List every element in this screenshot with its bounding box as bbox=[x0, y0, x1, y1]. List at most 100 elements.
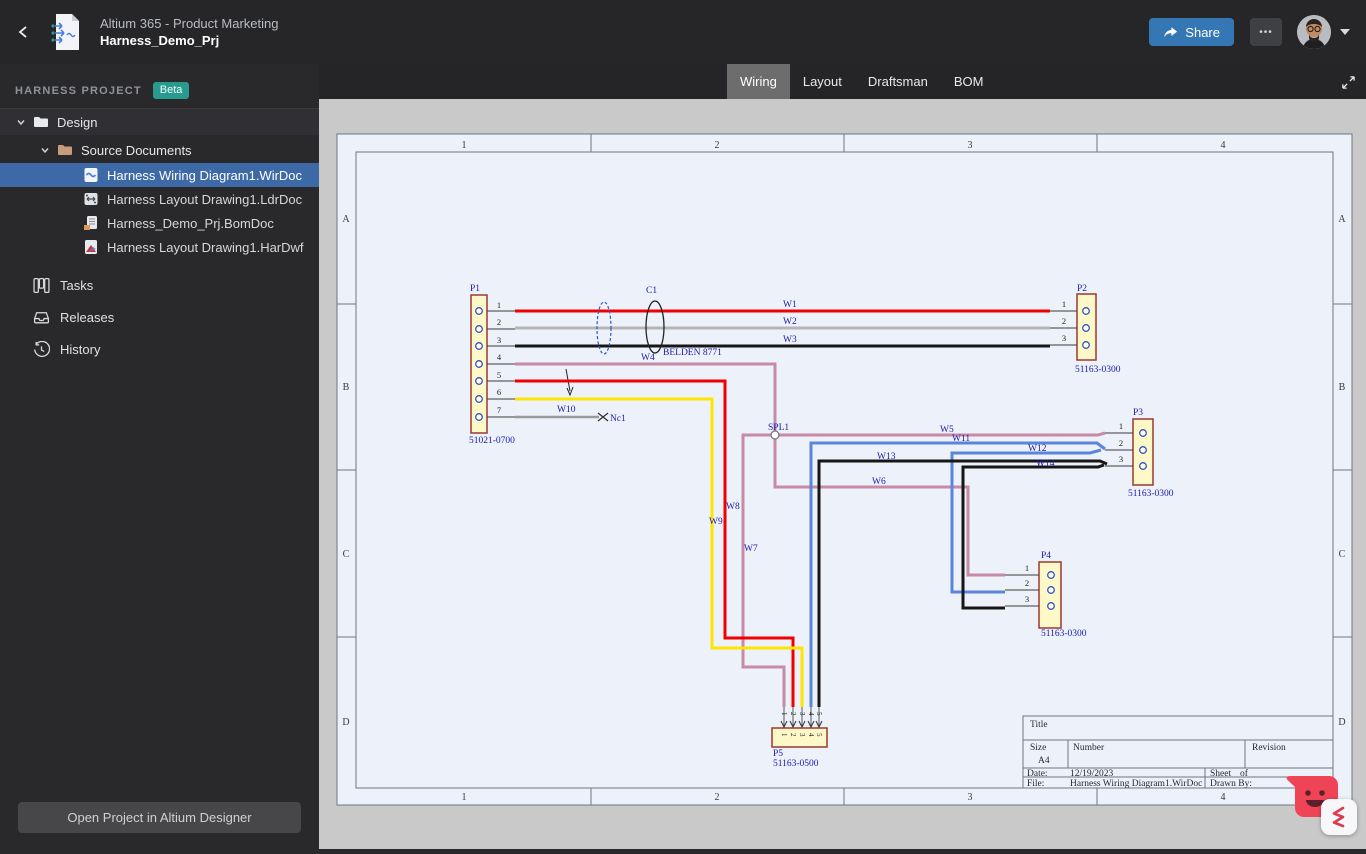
pin-number: 6 bbox=[497, 387, 501, 397]
net-label: Nc1 bbox=[610, 414, 626, 424]
pin-number: 1 bbox=[780, 712, 788, 716]
more-options-button[interactable]: ••• bbox=[1250, 18, 1282, 46]
wire-W5 bbox=[779, 431, 1106, 437]
grid-row: D bbox=[1338, 717, 1345, 728]
part-number: 51163-0300 bbox=[1041, 629, 1087, 639]
folder-icon bbox=[58, 145, 72, 155]
tree-item-label: Design bbox=[57, 114, 98, 130]
chevron-down-icon bbox=[17, 120, 25, 126]
titleblock-text: Number bbox=[1073, 743, 1105, 753]
sidebar-item-tasks[interactable]: Tasks bbox=[0, 269, 319, 301]
part-number: 51163-0500 bbox=[773, 759, 819, 769]
share-icon bbox=[1164, 26, 1178, 37]
grid-row: A bbox=[342, 214, 350, 225]
document-tab-bar: Wiring Layout Draftsman BOM bbox=[319, 64, 1366, 99]
scribe-logo-icon bbox=[1332, 806, 1345, 828]
tab-wiring[interactable]: Wiring bbox=[727, 64, 790, 99]
pin-circle bbox=[475, 307, 483, 315]
designator: P1 bbox=[470, 284, 480, 294]
titleblock-border bbox=[1022, 715, 1334, 789]
wire-W14 bbox=[961, 463, 1105, 610]
designator: P3 bbox=[1133, 408, 1143, 418]
net-label: W14 bbox=[1036, 459, 1055, 469]
pin-number: 4 bbox=[807, 733, 815, 737]
cable-C1-ellipse bbox=[645, 300, 665, 354]
pin-number: 1 bbox=[1119, 421, 1123, 431]
sidebar-item-label: History bbox=[60, 341, 101, 357]
pin-arrowhead bbox=[815, 720, 823, 729]
sidebar-item-releases[interactable]: Releases bbox=[0, 301, 319, 333]
pin-arrowhead bbox=[780, 720, 788, 729]
titleblock-text: Size bbox=[1030, 743, 1046, 753]
grid-col: 1 bbox=[462, 792, 467, 803]
grid-col: 2 bbox=[715, 140, 720, 151]
pin-number: 2 bbox=[497, 317, 501, 327]
pin-number: 2 bbox=[789, 712, 797, 716]
avatar-image bbox=[1297, 15, 1331, 49]
file-item-wirdoc[interactable]: Harness Wiring Diagram1.WirDoc bbox=[0, 163, 319, 187]
net-label: W10 bbox=[557, 405, 576, 415]
tree-item-source-documents[interactable]: Source Documents bbox=[0, 137, 319, 163]
grid-col: 3 bbox=[968, 792, 973, 803]
sidebar-item-label: Releases bbox=[60, 309, 115, 325]
wire-W11 bbox=[809, 441, 1106, 707]
pin-number: 3 bbox=[798, 733, 806, 737]
fullscreen-button[interactable] bbox=[1336, 70, 1360, 94]
pin-circle bbox=[475, 377, 483, 385]
tab-bom[interactable]: BOM bbox=[953, 74, 984, 89]
net-label: W5 bbox=[940, 425, 954, 435]
net-label: W4 bbox=[641, 353, 655, 363]
hardwf-file-icon bbox=[85, 240, 97, 254]
project-title: Harness_Demo_Prj bbox=[100, 32, 220, 48]
sidebar-header-label: HARNESS PROJECT bbox=[15, 84, 142, 97]
account-menu-caret[interactable] bbox=[1340, 29, 1350, 35]
tab-draftsman[interactable]: Draftsman bbox=[867, 74, 928, 89]
pin-number: 1 bbox=[497, 300, 501, 310]
splice-SPL1 bbox=[770, 430, 780, 440]
pin-circle bbox=[1082, 341, 1090, 349]
share-button[interactable]: Share bbox=[1149, 18, 1234, 46]
titleblock-text: of bbox=[1240, 768, 1249, 779]
pin-arrowhead bbox=[789, 720, 797, 729]
pin-number: 3 bbox=[1062, 333, 1066, 343]
pin-circle bbox=[475, 413, 483, 421]
grid-col: 2 bbox=[715, 792, 720, 803]
tree-item-label: Source Documents bbox=[81, 142, 192, 158]
net-label: W9 bbox=[709, 517, 723, 527]
grid-row: B bbox=[343, 382, 350, 393]
file-item-label: Harness_Demo_Prj.BomDoc bbox=[107, 215, 274, 231]
open-in-altium-designer-button[interactable]: Open Project in Altium Designer bbox=[18, 802, 301, 833]
grid-row: C bbox=[343, 549, 350, 560]
part-number: 51163-0300 bbox=[1128, 489, 1174, 499]
pin-number: 3 bbox=[798, 712, 806, 716]
file-item-label: Harness Wiring Diagram1.WirDoc bbox=[107, 167, 303, 183]
pin-number: 7 bbox=[497, 405, 501, 415]
titleblock-text: Drawn By: bbox=[1210, 779, 1252, 789]
pin-circle bbox=[1082, 307, 1090, 315]
history-icon bbox=[34, 340, 50, 357]
bomdoc-file-icon bbox=[84, 216, 97, 230]
tab-layout[interactable]: Layout bbox=[802, 74, 842, 89]
tree-item-design[interactable]: Design bbox=[0, 109, 319, 135]
scribe-extension-button[interactable] bbox=[1321, 799, 1357, 835]
net-label: W13 bbox=[877, 452, 896, 462]
no-connect-x bbox=[597, 412, 609, 422]
file-item-ldrdoc[interactable]: Harness Layout Drawing1.LdrDoc bbox=[0, 187, 319, 211]
connector-P5 bbox=[771, 727, 828, 748]
wire-W6 bbox=[773, 439, 1005, 577]
ldrdoc-file-icon bbox=[84, 193, 98, 205]
wire-W9 bbox=[515, 397, 804, 707]
pin-number: 3 bbox=[497, 335, 501, 345]
net-label: W7 bbox=[744, 544, 758, 554]
user-avatar[interactable] bbox=[1297, 15, 1331, 49]
file-item-hardwf[interactable]: Harness Layout Drawing1.HarDwf bbox=[0, 235, 319, 259]
pin-number: 1 bbox=[1025, 563, 1029, 573]
pin-number: 2 bbox=[1025, 578, 1029, 588]
sidebar-item-history[interactable]: History bbox=[0, 333, 319, 365]
file-item-bomdoc[interactable]: Harness_Demo_Prj.BomDoc bbox=[0, 211, 319, 235]
net-label: W11 bbox=[952, 434, 970, 444]
chevron-down-icon bbox=[41, 148, 49, 154]
back-button[interactable] bbox=[4, 12, 44, 52]
